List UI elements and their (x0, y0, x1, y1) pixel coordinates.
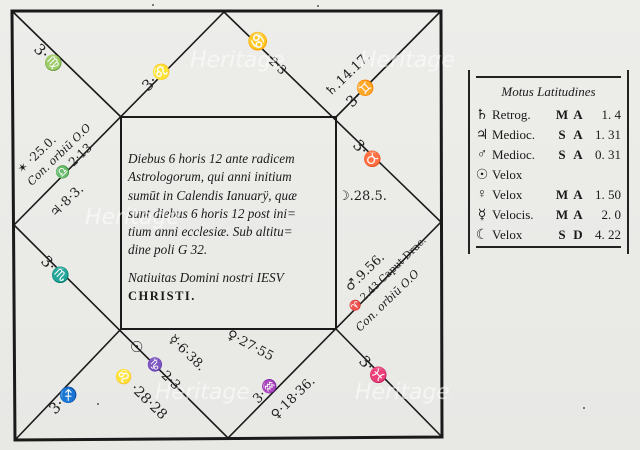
nativity-title-2: CHRISTI. (128, 289, 196, 304)
sun-icon: ☉ (475, 167, 489, 183)
speck (97, 403, 99, 405)
text-line: Diebus 6 horis 12 ante radicem (128, 151, 295, 166)
moon-icon: ☾ (475, 227, 489, 243)
row-d2: A (573, 147, 583, 162)
jupiter-icon: ♃ (475, 127, 489, 143)
row-label: Retrog. (492, 107, 531, 122)
row-label: Medioc. (492, 147, 535, 162)
row-value: 1. 31 (595, 127, 621, 142)
speck (583, 407, 585, 409)
mars-icon: ♂ (476, 147, 488, 162)
text-line: sunt diebus 6 horis 12 post ini= (128, 205, 296, 221)
row-value: 1. 50 (595, 187, 621, 202)
row-label: Velox (492, 187, 523, 202)
row-d2: A (573, 187, 583, 202)
house-label: ♋ (243, 26, 273, 56)
speck (317, 5, 319, 7)
planet-mercury: ☿·6·38. (165, 332, 208, 374)
motus-latitudines-table: Motus Latitudines ♄ Retrog. M A 1. 4 ♃ M… (468, 70, 629, 254)
row-label: Medioc. (492, 127, 535, 142)
diamond (12, 10, 443, 440)
table-row: ♄ Retrog. M A 1. 4 (475, 105, 623, 125)
text-line: sumūt in Calendis Ianuarÿ, quæ (128, 187, 297, 203)
speck (152, 4, 154, 6)
row-d1: S (558, 147, 566, 162)
table-rule-bottom (476, 246, 621, 248)
table-row: ☾ Velox S D 4. 22 (475, 225, 623, 245)
row-label: Velocis. (492, 207, 534, 222)
house-label: 3·♓ (355, 352, 391, 388)
row-d2: D (573, 227, 583, 242)
diag-tl (11, 10, 122, 118)
venus-icon: ♀ (476, 187, 488, 202)
planet-moon: ☽.28.5. (338, 189, 387, 204)
row-d1: M (555, 187, 569, 202)
saturn-icon: ♄ (475, 107, 489, 123)
planet-jupiter: ♃·8·3. (47, 182, 87, 221)
planet-sun: ☉ (130, 338, 143, 356)
house-label: 3·♒ (250, 376, 282, 407)
house-label: 3·♌ (138, 59, 174, 95)
house-label: 3·♉ (349, 136, 385, 172)
row-d1: M (555, 207, 569, 222)
table-rule-top (476, 76, 621, 78)
house-label: 2·3 (266, 54, 289, 77)
inner-square (120, 116, 337, 330)
planet-venus-2: ♀·18·36. (268, 374, 318, 423)
table-row: ☉ Velox (475, 165, 623, 185)
row-d2: A (573, 207, 583, 222)
table-title: Motus Latitudines (501, 84, 596, 99)
diag-tr (335, 10, 442, 118)
row-value: 1. 4 (601, 107, 622, 122)
text-line: tium anni ecclesiæ. Sub altitu= (128, 224, 293, 240)
nativity-title: Natiuitas Domini nostri IESV (128, 269, 284, 285)
row-d1: M (555, 107, 569, 122)
row-value: 4. 22 (595, 227, 621, 242)
row-value: 0. 31 (595, 147, 621, 162)
row-label: Velox (492, 227, 523, 242)
row-d1: S (558, 127, 566, 142)
house-label: 3·♏ (37, 252, 73, 288)
table-row: ♀ Velox M A 1. 50 (475, 185, 623, 205)
table-row: ♂ Medioc. S A 0. 31 (475, 145, 623, 165)
table-row: ☿ Velocis. M A 2. 0 (475, 205, 623, 225)
diag-bl (14, 328, 122, 441)
nativity-description: Diebus 6 horis 12 ante radicem Astrologo… (128, 150, 333, 305)
row-d2: A (573, 107, 583, 122)
house-label: 3·♍ (30, 40, 66, 76)
mercury-icon: ☿ (477, 207, 487, 223)
text-line: Astrologorum, qui anni initium (128, 169, 292, 185)
row-value: 2. 0 (601, 207, 622, 222)
row-d2: A (573, 127, 583, 142)
row-d1: S (558, 227, 566, 242)
house-label: ♑ 2·3 (143, 353, 184, 393)
table-row: ♃ Medioc. S A 1. 31 (475, 125, 623, 145)
planet-venus: ♀·27·55 (224, 327, 276, 364)
diag-br (335, 328, 443, 438)
row-label: Velox (492, 167, 523, 182)
text-line: dine poli G 32. (128, 242, 208, 258)
house-label: 3·♐ (45, 382, 81, 418)
